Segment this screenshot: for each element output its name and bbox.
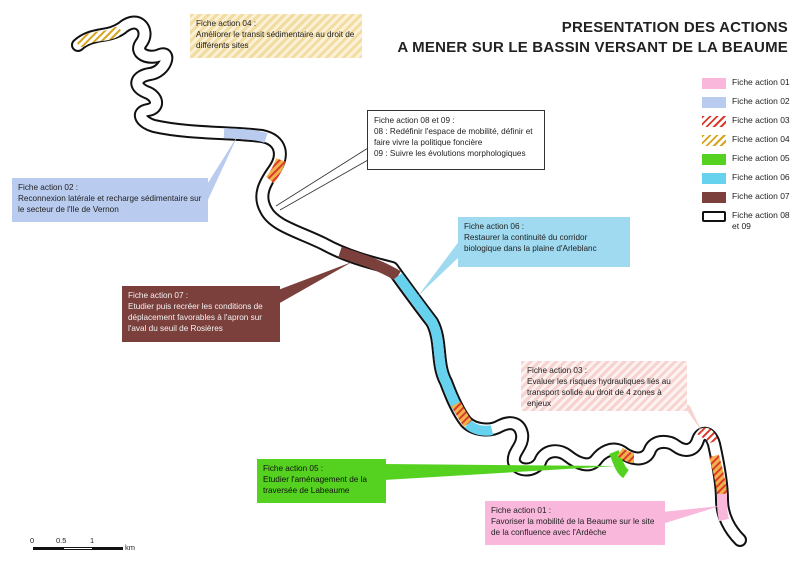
leader-action-02 — [206, 135, 238, 204]
legend-swatch — [702, 97, 726, 108]
reach-action-03-e — [709, 454, 727, 495]
reach-action-02 — [223, 128, 268, 143]
callout-action-08-09: Fiche action 08 et 09 : 08 : Redéfinir l… — [367, 110, 545, 170]
callout-text: Etudier l'aménagement de la traversée de… — [263, 475, 367, 495]
callout-heading: Fiche action 07 : — [128, 291, 189, 300]
leader-action-07 — [278, 262, 352, 304]
callout-action-03: Fiche action 03 : Evaluer les risques hy… — [521, 361, 687, 411]
callout-heading: Fiche action 06 : — [464, 222, 525, 231]
legend-swatch — [702, 173, 726, 184]
reach-action-07 — [338, 246, 401, 281]
scale-tick-half: 0.5 — [56, 536, 67, 545]
callout-action-04: Fiche action 04 : Améliorer le transit s… — [190, 14, 362, 58]
legend-label: Fiche action 07 — [732, 191, 790, 201]
callout-action-07: Fiche action 07 : Etudier puis recréer l… — [122, 286, 280, 342]
legend-label: Fiche action 04 — [732, 134, 790, 144]
reach-action-03-a — [266, 158, 286, 184]
reach-action-06 — [393, 273, 465, 415]
scale-segment — [93, 547, 123, 550]
leader-action-0809-b — [279, 159, 369, 211]
legend-swatch — [702, 116, 726, 127]
title-line-2: A MENER SUR LE BASSIN VERSANT DE LA BEAU… — [397, 39, 788, 56]
reach-action-03-c — [617, 447, 635, 463]
callout-text: 08 : Redéfinir l'espace de mobilité, déf… — [374, 127, 533, 147]
map-legend: Fiche action 01 Fiche action 02 Fiche ac… — [702, 76, 798, 237]
callout-heading: Fiche action 04 : — [196, 19, 257, 28]
legend-item-01: Fiche action 01 — [702, 76, 798, 95]
map-title: PRESENTATION DES ACTIONS A MENER SUR LE … — [397, 18, 788, 58]
callout-action-02: Fiche action 02 : Reconnexion latérale e… — [12, 178, 208, 222]
title-line-1: PRESENTATION DES ACTIONS — [561, 19, 788, 36]
callout-text: Améliorer le transit sédimentaire au dro… — [196, 30, 355, 50]
legend-swatch — [702, 192, 726, 203]
legend-label: Fiche action 06 — [732, 172, 790, 182]
reach-action-04 — [77, 27, 121, 47]
callout-heading: Fiche action 03 : — [527, 366, 588, 375]
legend-label: Fiche action 08 et 09 — [732, 210, 790, 231]
leader-action-0809-a — [275, 147, 369, 207]
callout-heading: Fiche action 02 : — [18, 183, 79, 192]
legend-swatch — [702, 135, 726, 146]
callout-text-2: 09 : Suivre les évolutions morphologique… — [374, 149, 526, 158]
legend-item-05: Fiche action 05 — [702, 152, 798, 171]
scale-unit: km — [125, 543, 135, 552]
legend-label: Fiche action 01 — [732, 77, 790, 87]
callout-text: Restaurer la continuité du corridor biol… — [464, 233, 597, 253]
reach-action-03-d — [695, 427, 718, 444]
callout-action-06: Fiche action 06 : Restaurer la continuit… — [458, 217, 630, 267]
leader-action-06 — [418, 240, 460, 296]
leader-action-05 — [384, 464, 616, 480]
callout-text: Reconnexion latérale et recharge sédimen… — [18, 194, 202, 214]
legend-item-02: Fiche action 02 — [702, 95, 798, 114]
legend-item-07: Fiche action 07 — [702, 190, 798, 209]
scale-tick-0: 0 — [30, 536, 35, 545]
callout-text: Evaluer les risques hydrauliques liés au… — [527, 377, 671, 408]
scale-bar: 0 0.5 1 km — [30, 536, 135, 556]
legend-swatch — [702, 154, 726, 165]
legend-label: Fiche action 02 — [732, 96, 790, 106]
callout-text: Etudier puis recréer les conditions de d… — [128, 302, 263, 333]
legend-swatch — [702, 78, 726, 89]
callout-heading: Fiche action 08 et 09 : — [374, 116, 455, 125]
callout-action-05: Fiche action 05 : Etudier l'aménagement … — [257, 459, 386, 503]
reach-action-01 — [717, 493, 729, 522]
callout-heading: Fiche action 05 : — [263, 464, 324, 473]
legend-swatch — [702, 211, 726, 222]
leader-action-01 — [662, 506, 720, 524]
reach-action-03-b — [451, 401, 473, 427]
reach-action-06-b — [464, 420, 494, 436]
scale-tick-1: 1 — [90, 536, 95, 545]
legend-item-03: Fiche action 03 — [702, 114, 798, 133]
callout-heading: Fiche action 01 : — [491, 506, 552, 515]
callout-action-01: Fiche action 01 : Favoriser la mobilité … — [485, 501, 665, 545]
legend-label: Fiche action 05 — [732, 153, 790, 163]
reach-action-05 — [609, 450, 630, 479]
legend-item-04: Fiche action 04 — [702, 133, 798, 152]
scale-segment — [63, 547, 93, 550]
legend-item-06: Fiche action 06 — [702, 171, 798, 190]
legend-label: Fiche action 03 — [732, 115, 790, 125]
legend-item-08-09: Fiche action 08 et 09 — [702, 209, 798, 237]
callout-text: Favoriser la mobilité de la Beaume sur l… — [491, 517, 655, 537]
scale-segment — [33, 547, 63, 550]
